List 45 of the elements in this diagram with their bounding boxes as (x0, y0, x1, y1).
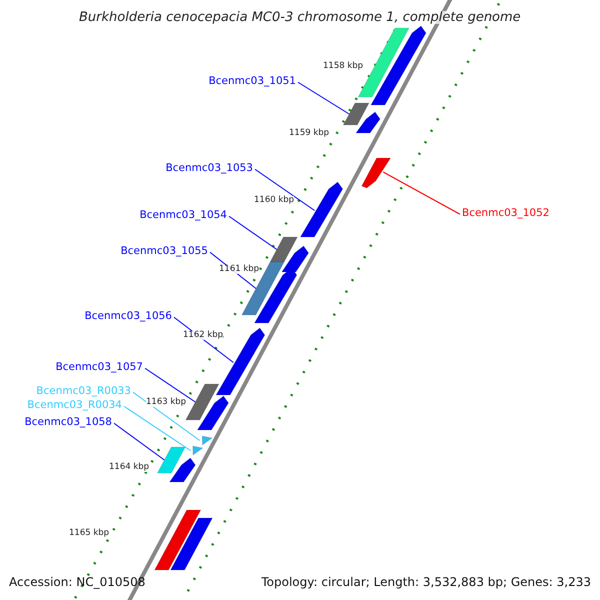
gene-bar (281, 246, 309, 272)
scale-label: 1162 kbp (183, 331, 224, 340)
gene-bar (370, 26, 426, 106)
gene-bar (185, 384, 220, 420)
leader-line (124, 406, 191, 451)
scale-label: 1165 kbp (69, 529, 110, 538)
leader-line (114, 422, 165, 460)
gene-label: Bcenmc03_1058 (24, 417, 112, 428)
triangle-marker (202, 436, 213, 446)
gene-bar (300, 182, 344, 238)
gene-label: Bcenmc03_1056 (84, 311, 172, 322)
gene-bar (361, 158, 392, 188)
gene-label: Bcenmc03_R0033 (36, 386, 131, 396)
gene-label: Bcenmc03_1053 (166, 163, 253, 174)
scale-label: 1163 kbp (146, 398, 186, 406)
gene-label: Bcenmc03_1055 (120, 246, 208, 256)
scale-label: 1160 kbp (254, 196, 294, 204)
scale-label: 1158 kbp (323, 62, 364, 70)
gene-bar (270, 236, 298, 262)
gene-label: Bcenmc03_1052 (462, 208, 550, 218)
gene-bar (241, 262, 285, 316)
scale-label: 1164 kbp (109, 463, 150, 472)
gene-label: Bcenmc03_R0034 (27, 400, 122, 410)
leader-line (254, 168, 316, 211)
gene-label: Bcenmc03_1054 (140, 210, 227, 220)
leader-line (144, 368, 196, 402)
triangle-marker (192, 446, 204, 456)
gene-bar (342, 102, 370, 126)
leader-line (298, 82, 350, 114)
genome-stats-text: Topology: circular; Length: 3,532,883 bp; Genes: 3,233 (261, 576, 591, 588)
leader-line (132, 392, 200, 441)
gene-bar (156, 446, 186, 474)
scale-label: 1161 kbp (219, 265, 260, 274)
gene-bar (154, 510, 202, 570)
gene-label: Bcenmc03_1057 (56, 362, 143, 372)
accession-text: Accession: NC_010508 (9, 576, 146, 588)
leader-line (382, 172, 460, 215)
gene-bar (196, 396, 229, 430)
scale-label: 1159 kbp (289, 129, 330, 138)
gene-bar (169, 458, 196, 482)
gene-bar (355, 112, 380, 134)
title: Burkholderia cenocepacia MC0-3 chromosome 1, complete genome (79, 11, 521, 24)
gene-bar (170, 518, 213, 570)
gene-label: Bcenmc03_1051 (208, 76, 296, 86)
leader-line (228, 216, 278, 250)
